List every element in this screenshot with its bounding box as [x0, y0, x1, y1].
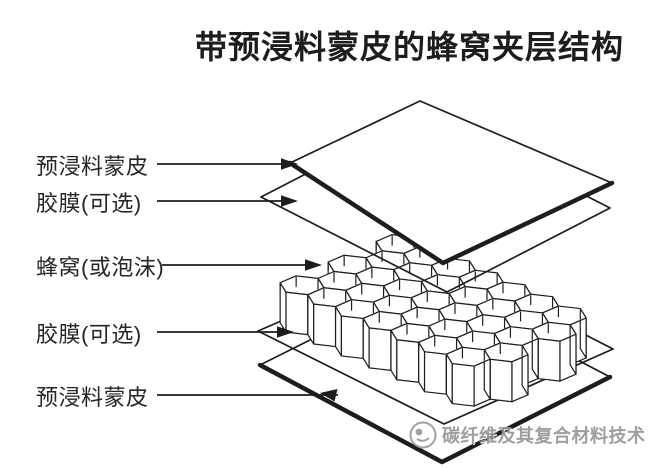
- honeycomb-cell-part: [537, 337, 561, 382]
- honeycomb-cell-part: [451, 362, 475, 407]
- layer-label-prepreg-skin-bottom: 预浸料蒙皮: [36, 385, 149, 410]
- honeycomb-cell-part: [368, 327, 392, 371]
- arrow-right-icon: [277, 326, 294, 338]
- honeycomb-cell-part: [340, 315, 364, 360]
- honeycomb-core: [279, 234, 587, 407]
- layer-label-adhesive-film-top: 胶膜(可选): [36, 191, 142, 216]
- watermark: 碳纤维及其复合材料技术: [408, 420, 646, 450]
- skin-top-back-edges: [289, 100, 613, 184]
- arrow-left-icon: [320, 389, 338, 402]
- skin-top-surface: [290, 101, 612, 263]
- layer-label-prepreg-skin-top: 预浸料蒙皮: [36, 154, 149, 179]
- leader-lines: [157, 158, 338, 402]
- skin-bottom-front-edge: [257, 362, 613, 465]
- honeycomb-cell-part: [285, 291, 309, 336]
- circle-logo-icon: [409, 421, 437, 449]
- honeycomb-cell-part: [445, 346, 491, 367]
- honeycomb-cell-part: [423, 351, 448, 395]
- watermark-text: 碳纤维及其复合材料技术: [442, 426, 646, 446]
- arrow-right-icon: [305, 259, 322, 271]
- prepreg-skin-top-layer: [287, 100, 615, 266]
- honeycomb-cell-part: [396, 339, 420, 383]
- layer-label-honeycomb-core: 蜂窝(或泡沫): [36, 255, 165, 280]
- arrow-right-icon: [281, 158, 298, 170]
- arrow-right-icon: [281, 195, 298, 207]
- honeycomb-cell-part: [313, 303, 337, 348]
- layer-label-adhesive-film-bottom: 胶膜(可选): [36, 322, 142, 347]
- honeycomb-cell-part: [489, 358, 513, 403]
- skin-top-front-edges: [287, 160, 615, 266]
- skin-bottom-back-edge-left: [259, 339, 311, 366]
- page-title: 带预浸料蒙皮的蜂窝夹层结构: [195, 29, 625, 65]
